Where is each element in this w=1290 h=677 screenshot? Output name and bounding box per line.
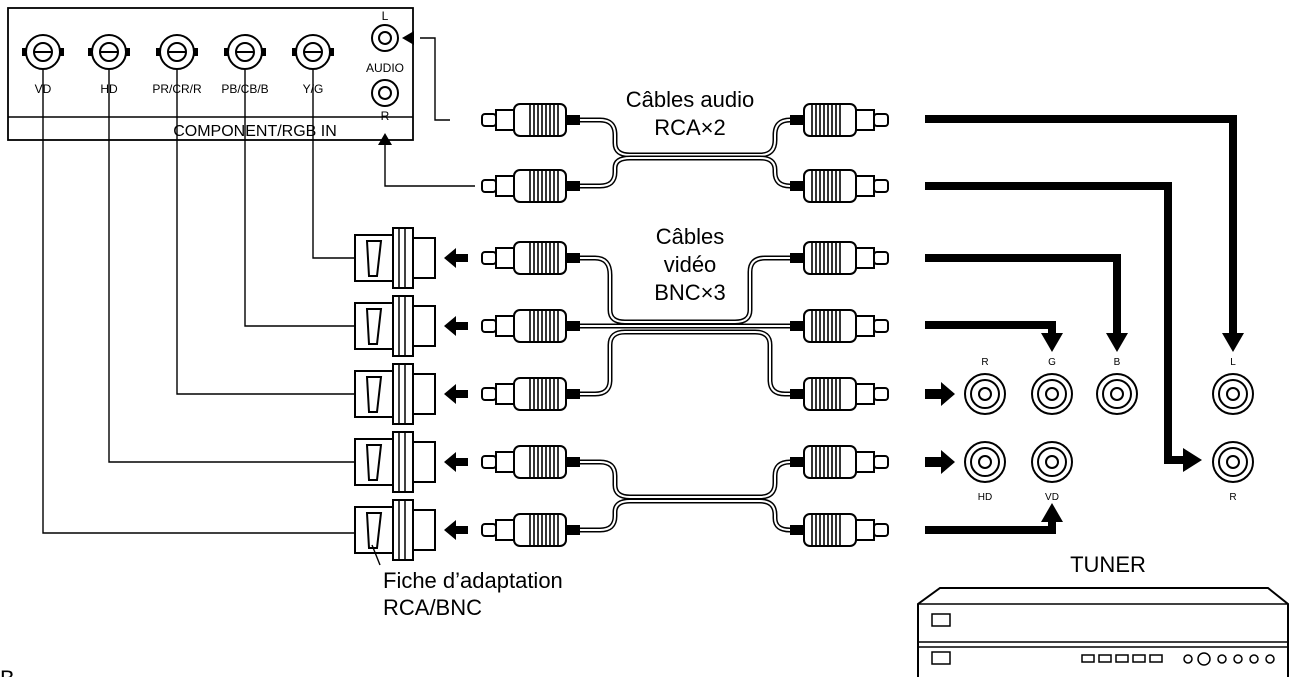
tuner-jack-r-label: R xyxy=(981,357,988,368)
tuner-jack-l: L xyxy=(1212,357,1254,415)
adapter-label-line1: Fiche d’adaptation xyxy=(383,568,563,593)
tuner-jack-hd-label: HD xyxy=(978,492,992,503)
corner-label: B xyxy=(0,666,15,677)
video-cables xyxy=(482,241,889,547)
adapter-label-line2: RCA/BNC xyxy=(383,595,482,620)
tuner-jack-audio-r-label: R xyxy=(1229,492,1236,503)
audio-l-label: L xyxy=(382,9,389,23)
tuner-jack-r: R xyxy=(964,357,1006,415)
tuner-jack-b: B xyxy=(1096,357,1138,415)
audio-jack-r: R xyxy=(371,79,399,123)
cable-labels: Câbles audio RCA×2 Câbles vidéo BNC×3 Fi… xyxy=(0,87,754,677)
tuner-device: TUNER xyxy=(917,552,1289,677)
audio-cables xyxy=(482,103,889,203)
audio-label: AUDIO xyxy=(366,61,404,75)
input-panel: COMPONENT/RGB IN VD HD PR/CR/R PB/CB/B Y… xyxy=(7,7,414,141)
tuner-label: TUNER xyxy=(1070,552,1146,577)
bnc-adapters xyxy=(354,227,468,566)
tuner-jack-hd: HD xyxy=(964,441,1006,503)
tuner-jack-l-label: L xyxy=(1230,357,1236,368)
audio-jack-l: L xyxy=(371,9,399,52)
tuner-jack-vd-label: VD xyxy=(1045,492,1059,503)
panel-title: COMPONENT/RGB IN xyxy=(173,123,337,140)
tuner-jack-audio-r: R xyxy=(1212,441,1254,503)
tuner-jack-g-label: G xyxy=(1048,357,1056,368)
audio-r-label: R xyxy=(381,109,390,123)
tuner-jacks: R G B L HD VD R xyxy=(964,357,1254,503)
tuner-jack-vd: VD xyxy=(1031,441,1073,503)
audio-cables-label-line1: Câbles audio xyxy=(626,87,754,112)
video-cables-label-line1: Câbles xyxy=(656,224,724,249)
routing-arrows xyxy=(925,115,1244,534)
audio-cables-label-line2: RCA×2 xyxy=(654,115,726,140)
video-cables-label-line3: BNC×3 xyxy=(654,280,726,305)
panel-wires xyxy=(42,31,475,534)
tuner-jack-b-label: B xyxy=(1114,357,1121,368)
video-cables-label-line2: vidéo xyxy=(664,252,717,277)
tuner-jack-g: G xyxy=(1031,357,1073,415)
